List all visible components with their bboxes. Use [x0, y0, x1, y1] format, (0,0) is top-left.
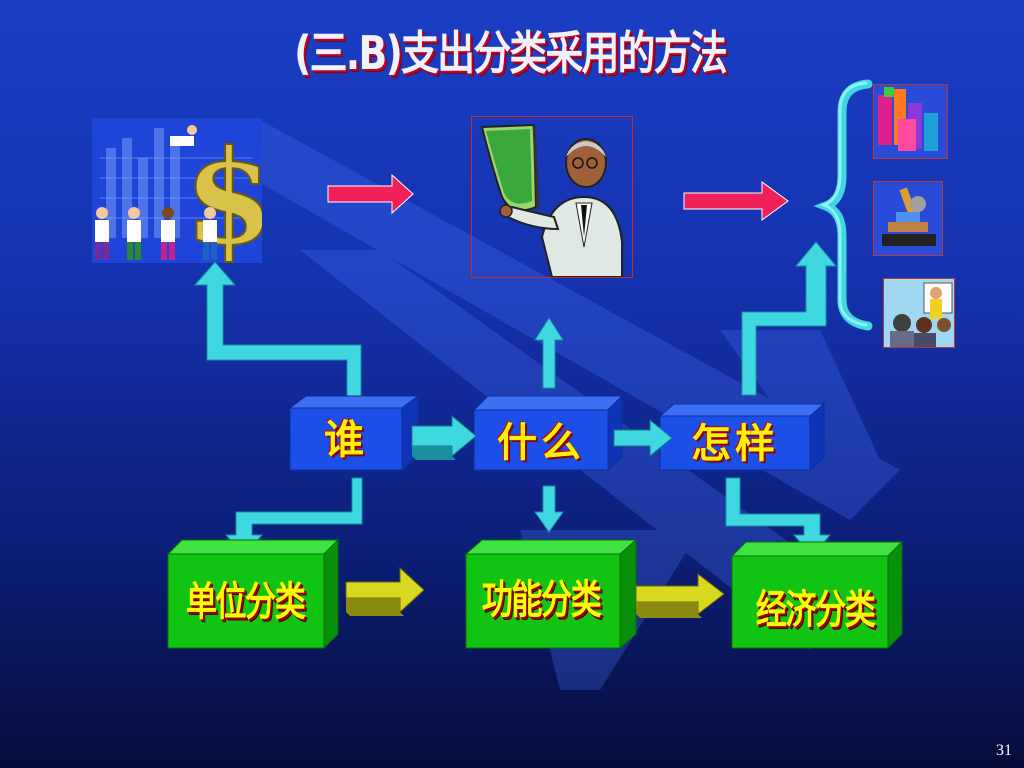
- functional-category-label: 功能分类: [481, 577, 602, 623]
- how-box-shape: [658, 402, 826, 472]
- functional-box-shape: [464, 538, 638, 650]
- pink-arrow-right-2: [683, 181, 789, 221]
- svg-text:$: $: [184, 121, 262, 263]
- page-number: 31: [996, 742, 1012, 759]
- cyan-arrow-who-what: [411, 414, 477, 460]
- what-box-shape: [472, 394, 624, 472]
- buildings-icon: [873, 84, 948, 159]
- pink-arrow-right-1: [327, 173, 414, 215]
- slide-title: (三.B)支出分类采用的方法: [294, 26, 727, 80]
- presenter-illustration-icon: [471, 116, 633, 278]
- meeting-icon: [883, 278, 955, 348]
- cyan-connector-how: [741, 241, 838, 396]
- who-box-shape: [288, 395, 420, 472]
- cyan-connector-functional: [534, 485, 564, 533]
- unit-box-shape: [166, 538, 340, 650]
- economic-category-label: 经济分类: [755, 587, 876, 633]
- money-people-illustration-icon: $: [92, 118, 275, 275]
- microscope-icon: [873, 181, 943, 256]
- yellow-arrow-functional-economic: [635, 572, 725, 618]
- cyan-arrow-what-how: [613, 418, 673, 458]
- unit-category-label: 单位分类: [185, 579, 306, 625]
- cyan-connector-what: [534, 317, 564, 389]
- how-label: 怎样: [691, 421, 779, 467]
- who-label: 谁: [324, 417, 368, 463]
- what-label: 什么: [497, 420, 585, 466]
- yellow-arrow-unit-functional: [345, 566, 425, 616]
- curly-brace: [813, 79, 873, 331]
- cyan-connector-who: [193, 261, 362, 399]
- economic-box-shape: [730, 540, 904, 650]
